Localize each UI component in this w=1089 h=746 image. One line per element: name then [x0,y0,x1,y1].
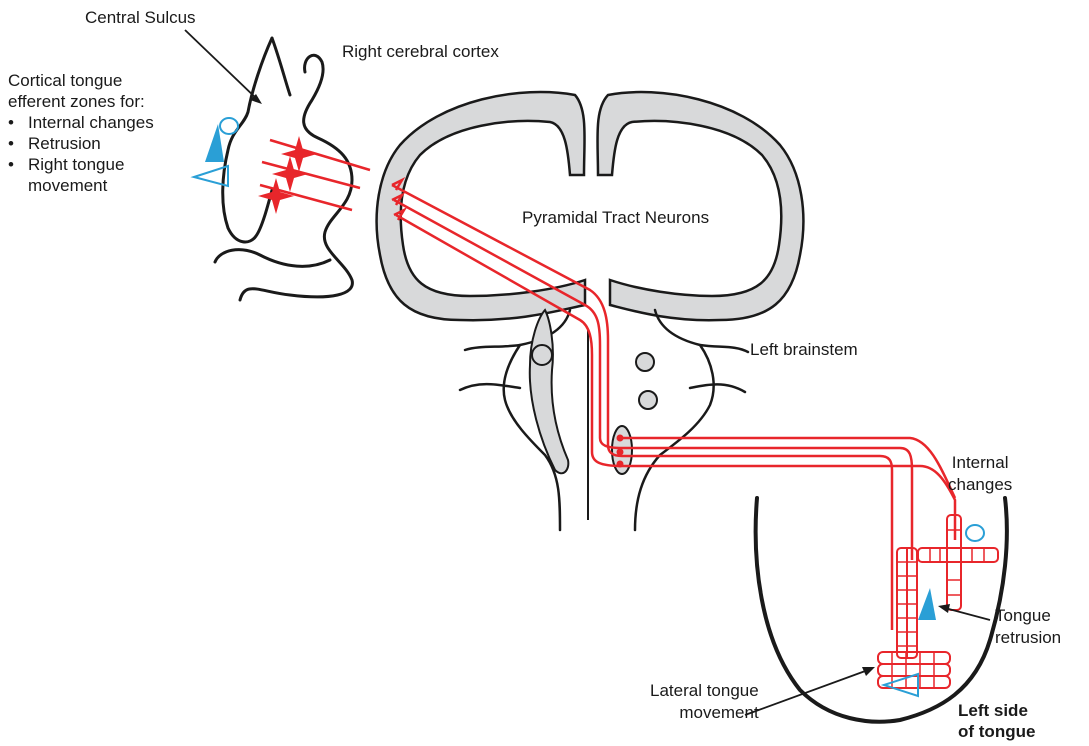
nucleus-dots [617,435,624,468]
tongue-retrusion-label: Tongue retrusion [995,605,1061,649]
left-brainstem-label: Left brainstem [750,340,858,360]
internal-changes-line-1: Internal [948,452,1012,474]
internal-changes-label: Internal changes [948,452,1012,496]
right-brainstem-structure [530,310,569,473]
zones-title-line-1: Cortical tongue [8,70,154,91]
zone-internal-changes: Internal changes [8,112,154,133]
left-side-line-1: Left side [958,700,1035,721]
pyramidal-tract-fibers [392,180,955,630]
neuron-star-1 [281,136,317,172]
gyrus-outline-right [215,55,352,300]
left-nucleus-lower [639,391,657,409]
brainstem-outline [460,310,748,530]
tongue-retrusion-line-2: retrusion [995,627,1061,649]
pyramidal-tract-label: Pyramidal Tract Neurons [522,208,709,228]
tongue-open-triangle-icon [884,674,918,696]
lateral-movement-line-1: Lateral tongue [650,680,759,702]
cortical-zones-legend: Cortical tongue efferent zones for: Inte… [8,70,154,196]
lateral-movement-label: Lateral tongue movement [650,680,759,724]
tongue-retrusion-line-1: Tongue [995,605,1061,627]
left-nucleus-upper [636,353,654,371]
tongue-open-circle-icon [966,525,984,541]
lateral-movement-line-2: movement [650,702,759,724]
right-nucleus [532,345,552,365]
left-side-line-2: of tongue [958,721,1035,742]
right-hemisphere-cortex [377,92,585,320]
lateral-bundle-middle [878,664,950,676]
left-hemisphere-cortex [597,92,803,320]
zones-title-line-2: efferent zones for: [8,91,154,112]
tongue-filled-triangle-icon [918,588,936,620]
right-cerebral-cortex-label: Right cerebral cortex [342,42,499,62]
zone-right-tongue: Right tongue [8,154,154,175]
internal-changes-line-2: changes [948,474,1012,496]
open-circle-icon [220,118,238,134]
central-sulcus-gyri [223,38,290,242]
central-sulcus-label: Central Sulcus [85,8,196,28]
zone-retrusion: Retrusion [8,133,154,154]
zones-list: Internal changes Retrusion Right tongue [8,112,154,175]
zone-movement-continued: movement [8,175,154,196]
left-side-of-tongue-label: Left side of tongue [958,700,1035,742]
